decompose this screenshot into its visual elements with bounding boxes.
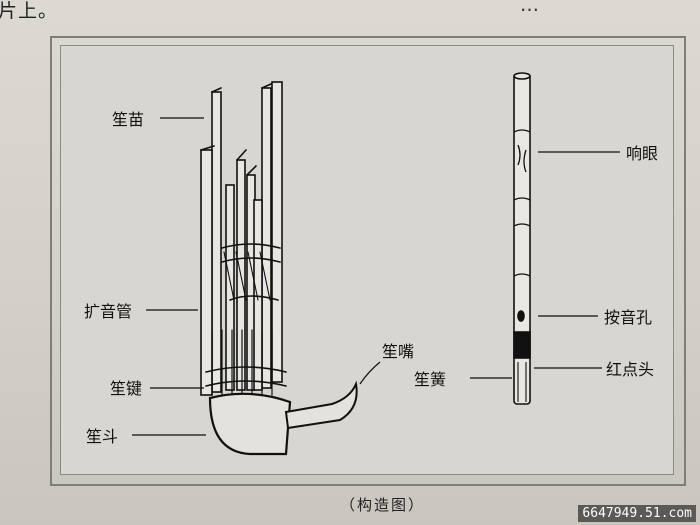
leader-lines xyxy=(132,117,620,436)
label-sheng-huang: 笙簧 xyxy=(414,370,447,389)
sheng-keys xyxy=(205,329,287,396)
top-text-fragment-right: … xyxy=(520,0,540,16)
label-sheng-dou: 笙斗 xyxy=(86,427,119,446)
site-watermark: 6647949.51.com xyxy=(578,505,696,522)
figure-outer-border xyxy=(50,36,686,486)
label-an-yin-kong: 按音孔 xyxy=(604,308,653,327)
label-kuo-yin-guan: 扩音管 xyxy=(84,302,133,321)
label-sheng-jian: 笙键 xyxy=(110,379,143,398)
sheng-binding-ring xyxy=(221,243,281,301)
top-text-fragment: 片上。 xyxy=(0,0,59,22)
label-sheng-miao: 笙苗 xyxy=(112,110,145,129)
label-sheng-zui: 笙嘴 xyxy=(382,342,415,361)
label-xiang-yan: 响眼 xyxy=(626,144,659,163)
figure-inner-border xyxy=(60,45,674,475)
sheng-instrument-drawing xyxy=(200,81,358,456)
label-hong-dian-tou: 红点头 xyxy=(606,360,655,379)
single-pipe-drawing xyxy=(513,72,531,405)
sheng-bowl xyxy=(208,392,292,456)
sheng-pipes xyxy=(200,81,283,396)
sheng-mouthpiece xyxy=(284,380,358,430)
figure-caption: （构造图） xyxy=(340,496,426,514)
